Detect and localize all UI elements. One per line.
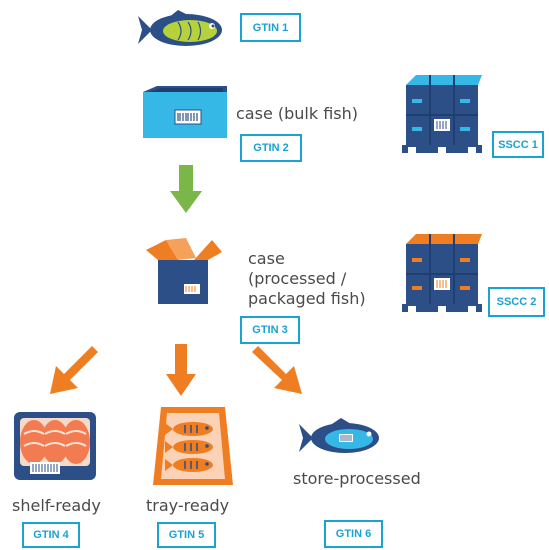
case-bulk-fish-label: case (bulk fish): [236, 104, 358, 123]
gtin-4-tag: GTIN 4: [22, 522, 80, 548]
gtin-3-tag: GTIN 3: [240, 316, 300, 344]
sscc-1-tag: SSCC 1: [492, 131, 544, 158]
gtin-6-tag: GTIN 6: [324, 520, 383, 548]
bulk-case-icon: [143, 86, 227, 138]
case-processed-label-2: (processed /: [248, 269, 347, 288]
processed-case-icon: [146, 238, 222, 304]
gtin-1-tag: GTIN 1: [240, 13, 301, 42]
store-processed-label: store-processed: [293, 469, 421, 488]
arrow-left-down-icon: [50, 346, 98, 394]
fish-icon: [138, 10, 222, 46]
arrow-right-down-icon: [252, 346, 302, 394]
case-processed-label-3: packaged fish): [248, 289, 366, 308]
case-processed-label-1: case: [248, 249, 285, 268]
tray-ready-label: tray-ready: [146, 496, 230, 515]
down-arrow-icon: [170, 165, 202, 213]
pallet-icon: [402, 234, 482, 312]
pallet-icon: [402, 75, 482, 153]
store-processed-fish-icon: [299, 418, 379, 453]
gtin-5-tag: GTIN 5: [157, 522, 216, 548]
shelf-ready-label: shelf-ready: [12, 496, 101, 515]
arrow-down-icon: [166, 344, 196, 396]
shelf-ready-pack-icon: [14, 412, 96, 480]
gtin-2-tag: GTIN 2: [240, 134, 302, 162]
sscc-2-tag: SSCC 2: [488, 287, 545, 317]
tray-ready-pack-icon: [153, 407, 233, 485]
